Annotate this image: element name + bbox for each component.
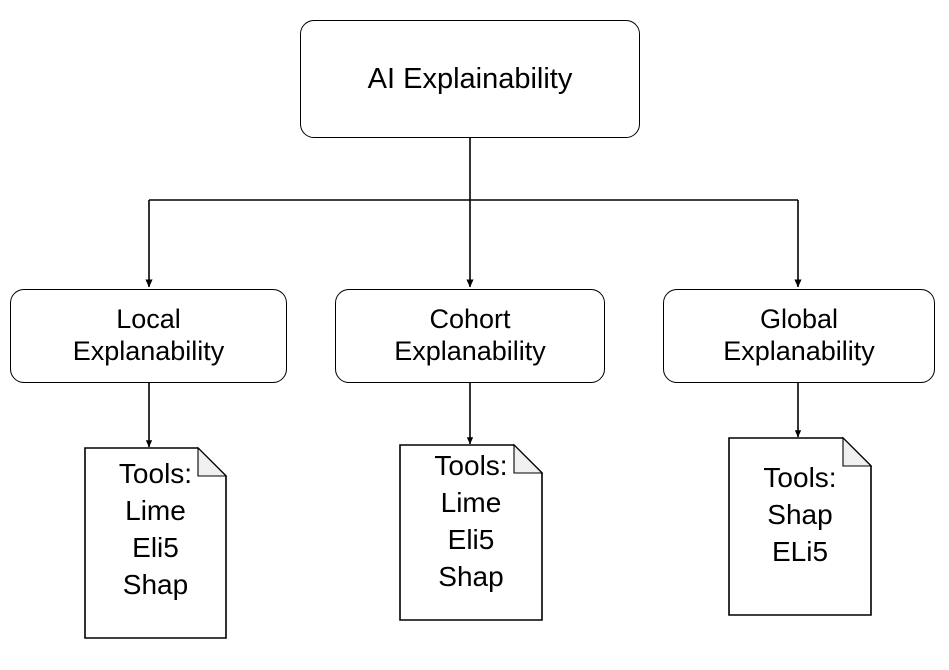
node-root-ai-explainability[interactable]: AI Explainability [300, 20, 640, 138]
node-local-tools-label: Tools: Lime Eli5 Shap [118, 458, 193, 600]
node-global-tools-label: Tools: Shap ELi5 [763, 462, 837, 567]
node-local-explainability[interactable]: Local Explanability [10, 289, 287, 383]
doc-shape-local [84, 446, 228, 639]
doc-shape-global [728, 436, 873, 616]
node-cohort-explainability[interactable]: Cohort Explanability [335, 289, 605, 383]
node-local-label: Local Explanability [72, 304, 225, 366]
node-cohort-label: Cohort Explanability [394, 304, 546, 366]
node-cohort-tools-document[interactable]: Tools: Lime Eli5 Shap [400, 445, 542, 620]
node-root-label: AI Explainability [367, 62, 573, 95]
node-global-explainability[interactable]: Global Explanability [663, 289, 935, 383]
node-global-tools-document[interactable]: Tools: Shap ELi5 [729, 438, 871, 615]
doc-shape-cohort [399, 443, 544, 621]
node-cohort-tools-label: Tools: Lime Eli5 Shap [434, 450, 508, 592]
node-local-tools-document[interactable]: Tools: Lime Eli5 Shap [85, 448, 226, 638]
node-global-label: Global Explanability [723, 304, 875, 366]
